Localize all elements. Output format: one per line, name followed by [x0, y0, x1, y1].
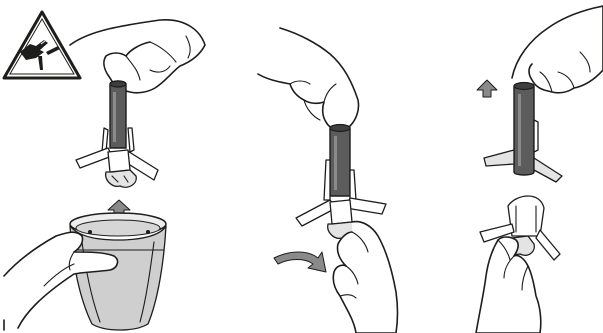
hand-top-1 [70, 20, 205, 93]
step-2-panel [258, 28, 398, 333]
up-arrow-icon [477, 80, 497, 97]
hand-top-3 [512, 6, 603, 93]
step-3-panel [476, 6, 603, 333]
hand-top-2 [258, 28, 359, 129]
blade-tube-1 [110, 81, 126, 148]
blade-tube-2 [330, 125, 350, 197]
sharp-blade-hand-warning-icon [4, 12, 80, 78]
curved-arrow-icon [274, 252, 326, 272]
hand-bottom-2 [333, 222, 397, 333]
